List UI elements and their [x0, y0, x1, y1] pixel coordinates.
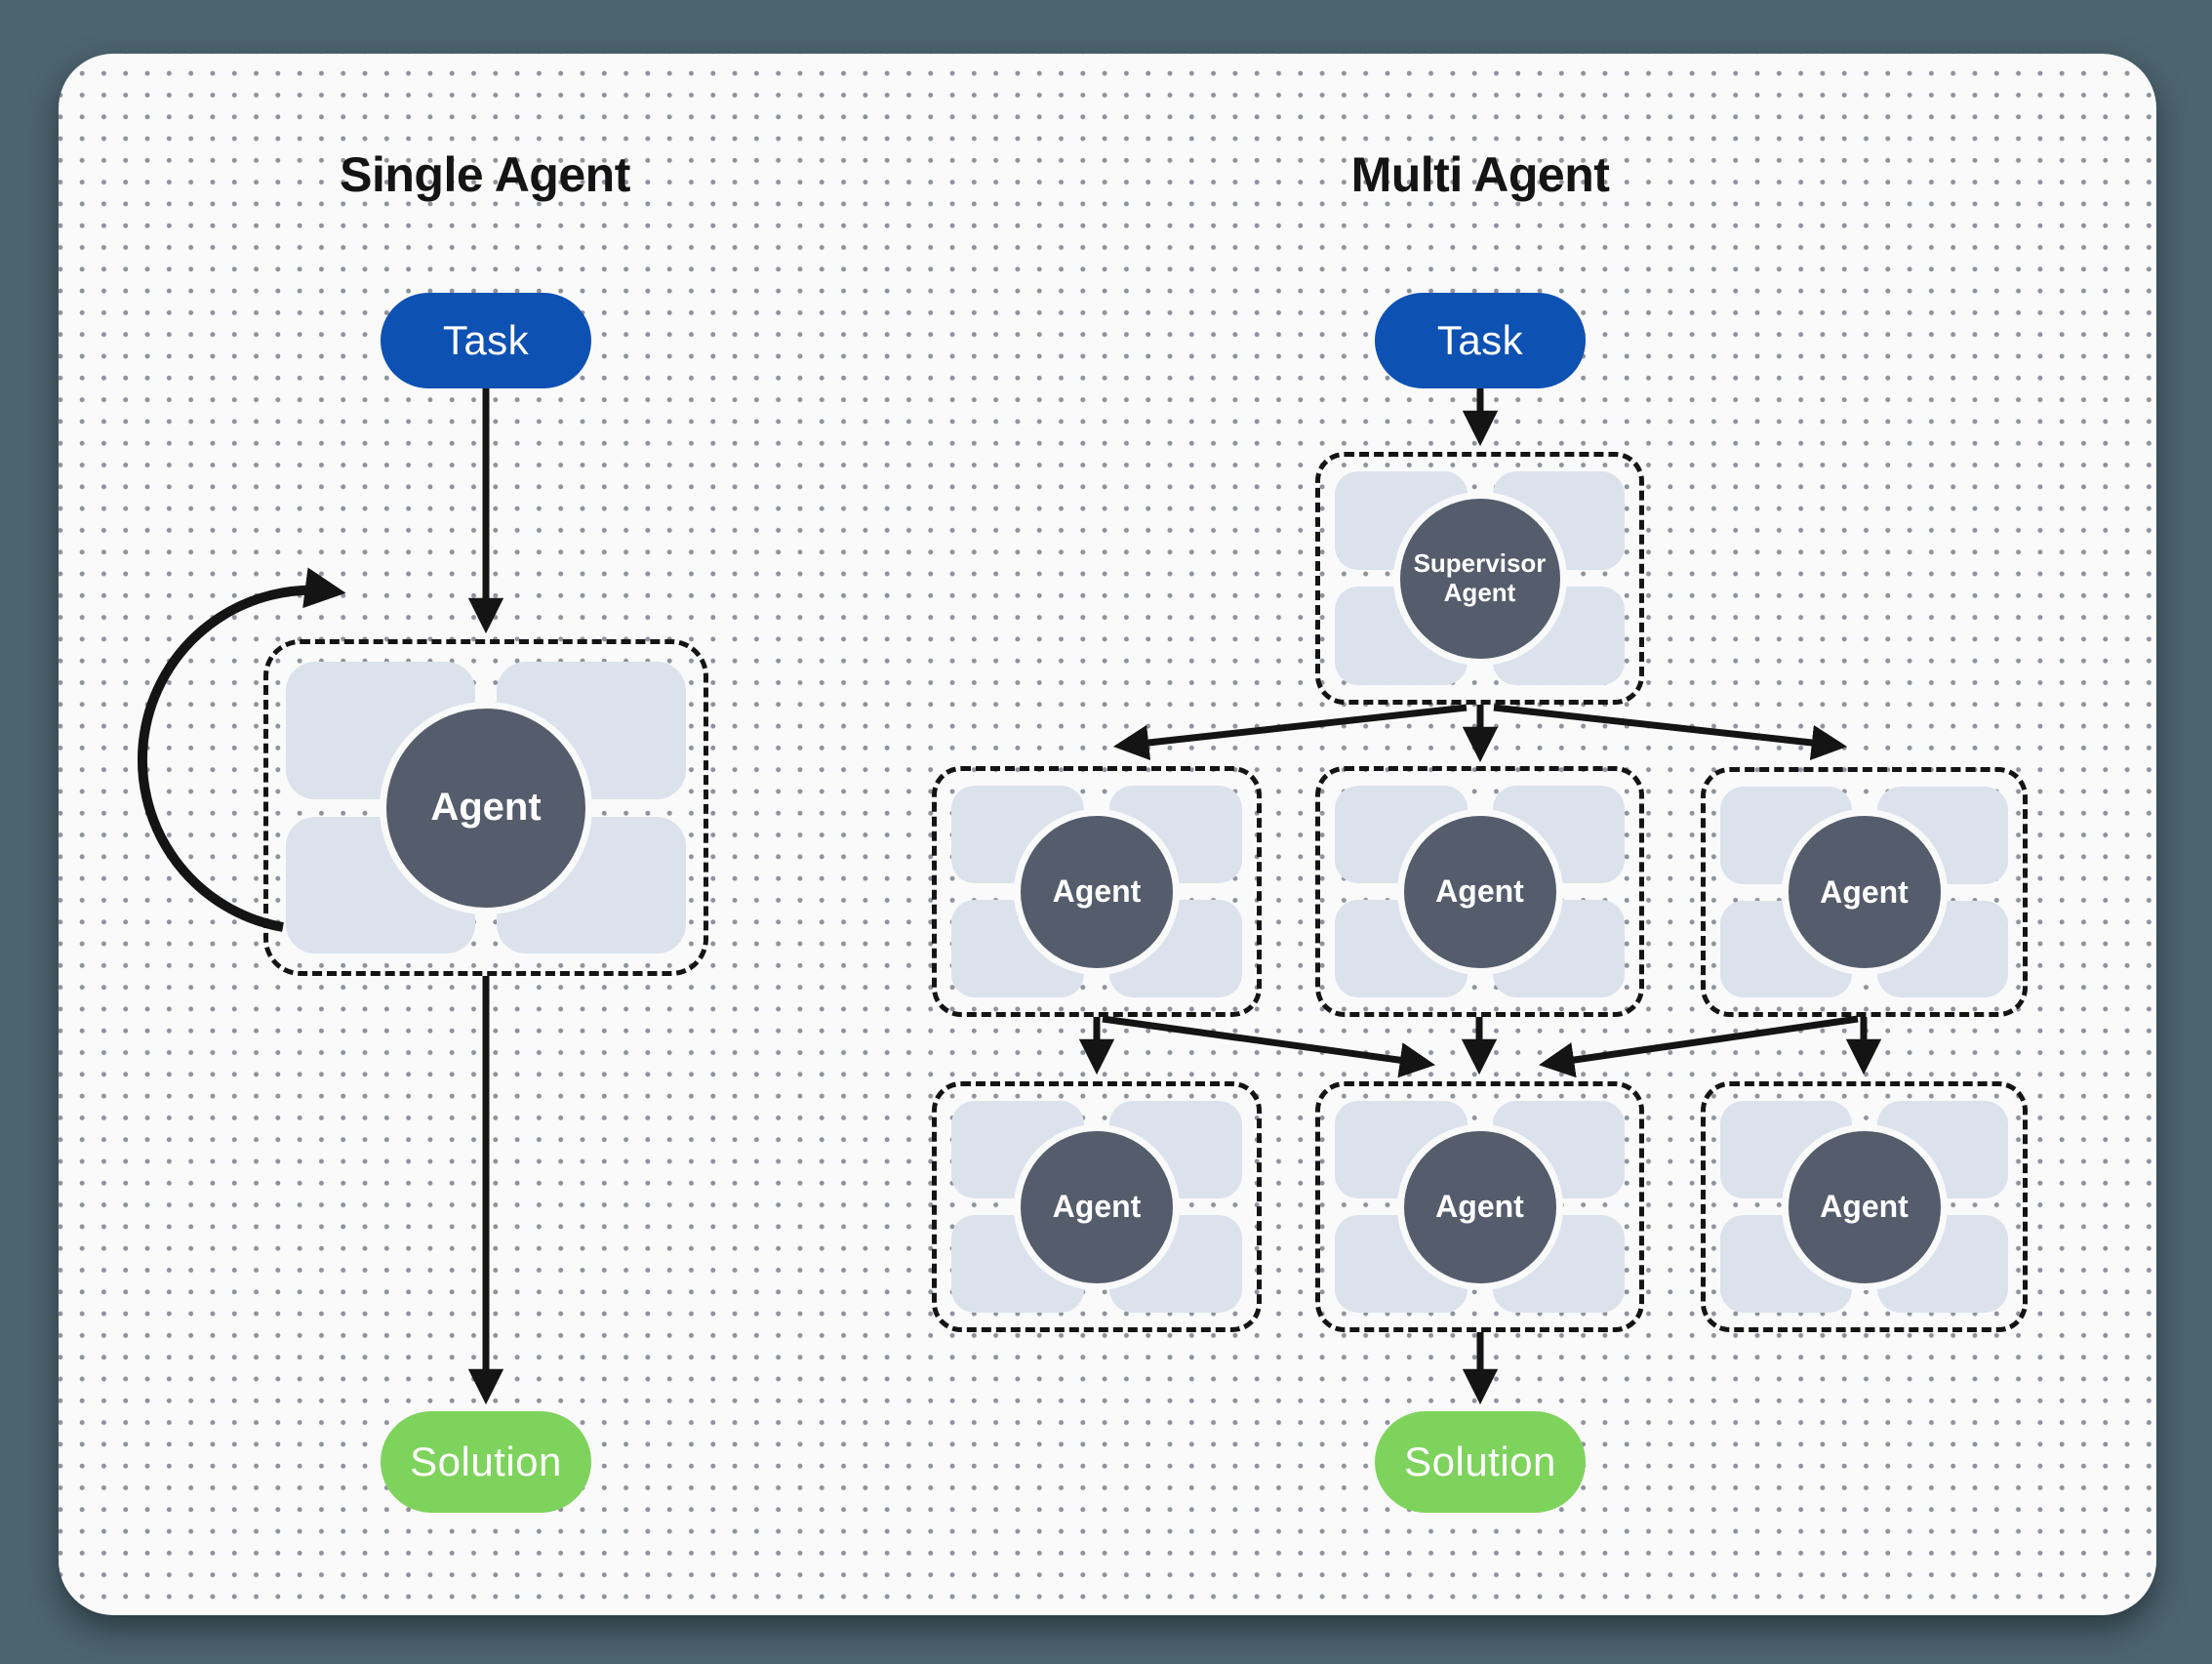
- multi-task-node: Task: [1375, 293, 1586, 388]
- multi-solution-node: Solution: [1375, 1411, 1586, 1513]
- multi-agent-box-bottom-center: Agent: [1315, 1081, 1644, 1332]
- agent-circle: Agent: [1396, 808, 1563, 975]
- multi-agent-box-mid-left: Agent: [932, 766, 1262, 1017]
- multi-agent-title: Multi Agent: [1350, 147, 1610, 202]
- single-task-label: Task: [442, 317, 530, 363]
- single-solution-node: Solution: [381, 1411, 591, 1513]
- single-task-node: Task: [381, 293, 591, 388]
- multi-task-label: Task: [1436, 317, 1524, 363]
- agent-label: Agent: [1820, 1189, 1909, 1224]
- agent-circle: Agent: [1781, 809, 1948, 975]
- supervisor-label-line1: Supervisor: [1413, 548, 1547, 579]
- agent-label: Agent: [1435, 873, 1524, 909]
- multi-agent-box-mid-center: Agent: [1315, 766, 1644, 1017]
- agent-label: Agent: [1052, 873, 1142, 909]
- agent-circle: Agent: [1014, 1123, 1180, 1290]
- agent-label: Agent: [1052, 1189, 1142, 1224]
- supervisor-agent-circle: Supervisor Agent: [1392, 491, 1567, 666]
- multi-agent-box-mid-right: Agent: [1701, 767, 2028, 1017]
- single-agent-label: Agent: [430, 786, 542, 829]
- single-agent-title: Single Agent: [340, 147, 630, 202]
- agent-circle: Agent: [1781, 1123, 1948, 1290]
- supervisor-agent-box: Supervisor Agent: [1315, 452, 1644, 705]
- multi-solution-label: Solution: [1404, 1439, 1556, 1484]
- agent-label: Agent: [1820, 873, 1909, 910]
- agent-circle: Agent: [1396, 1123, 1563, 1290]
- multi-agent-box-bottom-right: Agent: [1701, 1081, 2028, 1332]
- single-solution-label: Solution: [410, 1439, 562, 1484]
- multi-agent-box-bottom-left: Agent: [932, 1081, 1262, 1332]
- single-agent-circle: Agent: [380, 701, 592, 914]
- supervisor-label-line2: Agent: [1443, 577, 1516, 607]
- single-agent-box: Agent: [263, 639, 708, 976]
- agent-label: Agent: [1435, 1189, 1524, 1224]
- agent-circle: Agent: [1014, 808, 1180, 975]
